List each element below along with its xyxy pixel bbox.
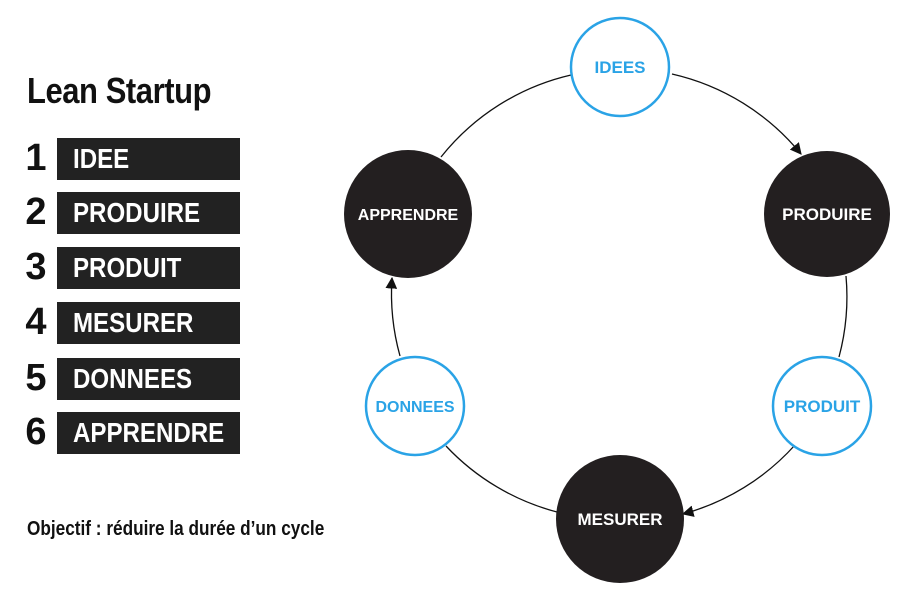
page-title: Lean Startup (27, 70, 212, 111)
node-label: IDEES (594, 58, 645, 77)
step-box: DONNEES (57, 358, 240, 400)
step-number: 3 (25, 246, 47, 288)
step-number: 4 (25, 301, 47, 343)
objective-text: Objectif : réduire la durée d’un cycle (27, 518, 325, 540)
step-label: DONNEES (73, 363, 193, 394)
step-box: APPRENDRE (57, 412, 240, 454)
cycle-arrow (671, 73, 802, 155)
cycle-connector (445, 445, 558, 513)
step-box: PRODUIRE (57, 192, 240, 234)
step-number: 6 (25, 411, 47, 453)
step-label: PRODUIT (73, 252, 182, 283)
cycle-node-apprendre: APPRENDRE (344, 150, 472, 278)
cycle-arrow (681, 444, 796, 517)
node-label: MESURER (577, 510, 662, 529)
cycle-connector (838, 275, 848, 358)
cycle-arrow (385, 276, 401, 357)
node-label: APPRENDRE (358, 207, 459, 224)
cycle-node-produire: PRODUIRE (764, 151, 890, 277)
cycle-node-mesurer: MESURER (556, 455, 684, 583)
step-label: MESURER (73, 307, 194, 338)
cycle-node-idees: IDEES (569, 16, 671, 118)
step-box: PRODUIT (57, 247, 240, 289)
step-number: 1 (25, 137, 47, 179)
step-number: 5 (25, 357, 47, 399)
cycle-connector (440, 74, 572, 158)
step-label: PRODUIRE (73, 197, 201, 228)
cycle-node-donnees: DONNEES (364, 355, 466, 457)
node-label: PRODUIT (784, 397, 861, 416)
step-label: IDEE (73, 143, 130, 174)
step-box: MESURER (57, 302, 240, 344)
node-label: PRODUIRE (782, 205, 872, 224)
cycle-node-produit: PRODUIT (771, 355, 873, 457)
step-number: 2 (25, 191, 47, 233)
node-label: DONNEES (375, 399, 454, 416)
steps-list: 1 IDEE 2 PRODUIRE 3 PRODUIT 4 MESURER 5 … (0, 0, 260, 593)
step-box: IDEE (57, 138, 240, 180)
step-label: APPRENDRE (73, 417, 225, 448)
